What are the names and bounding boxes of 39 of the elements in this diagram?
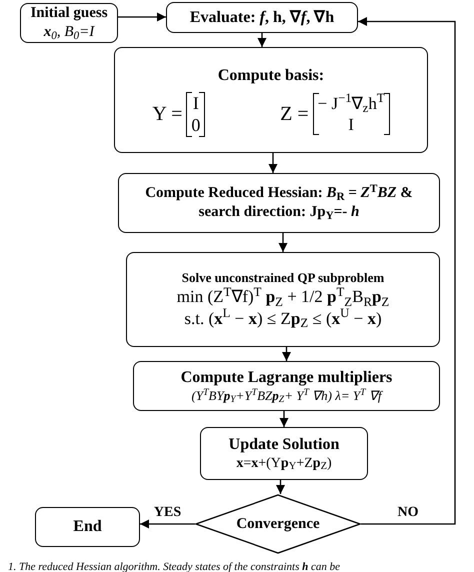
arrow	[279, 411, 289, 427]
node-title: Convergence	[236, 514, 320, 534]
arrow	[268, 153, 278, 173]
node-title: Compute Lagrange multipliers	[180, 368, 392, 388]
process-box	[118, 173, 440, 233]
end-box	[35, 507, 140, 547]
node-title: Compute Reduced Hessian: B$_{R}$ = Z$^{T}$BZ & search direction: Jp$_{Y}$=- h	[144, 184, 414, 222]
node-title: End	[73, 517, 102, 537]
start-box	[20, 3, 118, 43]
arrow	[282, 347, 292, 361]
matrix-label: Z =	[280, 102, 309, 127]
formula-text: x$_{0}$, B$_{0}$=I	[44, 23, 94, 42]
formula-text: s.t. (x$^{L}$ − x) ≤ Zp$_{Z}$ ≤ (x$^{U}$ − x)	[184, 308, 382, 329]
matrix-label: Y =	[152, 102, 182, 127]
node-title: Evaluate: f, h, ∇f, ∇h	[190, 8, 334, 28]
node-title: Solve unconstrained QP subproblem	[182, 270, 384, 286]
node-title: Update Solution	[228, 434, 340, 455]
process-box	[200, 427, 368, 480]
figure-caption: 1. The reduced Hessian algorithm. Steady states of the constraints h can be	[8, 561, 340, 572]
process-box	[166, 2, 358, 33]
process-box	[126, 252, 440, 347]
arrow	[276, 480, 286, 494]
matrix-entry: I	[192, 92, 199, 114]
arrow	[278, 233, 288, 252]
matrix-entry: − J$^{−1}$∇$_{z}$h$^{T}$	[318, 92, 385, 114]
node-title: Initial guess	[30, 4, 108, 23]
matrix-entry: I	[348, 114, 354, 136]
arrow	[140, 519, 195, 529]
formula-text: min (Z$^{T}$∇f)$^{T}$ p$_{Z}$ + 1/2 p$^{T}$$_{Z}$B$_{R}$p$_{Z}$	[176, 286, 390, 308]
matrix-entry: 0	[191, 114, 200, 136]
process-box	[133, 361, 440, 411]
formula-text: x=x+(Yp$_{Y}$+Zp$_{Z}$)	[236, 454, 332, 472]
arrow	[257, 33, 267, 47]
formula-text: (Y$^{T}$BYp$_{Y}$+Y$^{T}$BZp$_{Z}$+ Y$^{T}$ ∇h) λ= Y$^{T}$ ∇f	[192, 388, 382, 404]
decision-diamond	[195, 494, 361, 554]
process-box	[114, 47, 428, 153]
node-title: Compute basis:	[218, 66, 324, 86]
arrow	[358, 16, 456, 525]
arrow	[118, 12, 166, 22]
